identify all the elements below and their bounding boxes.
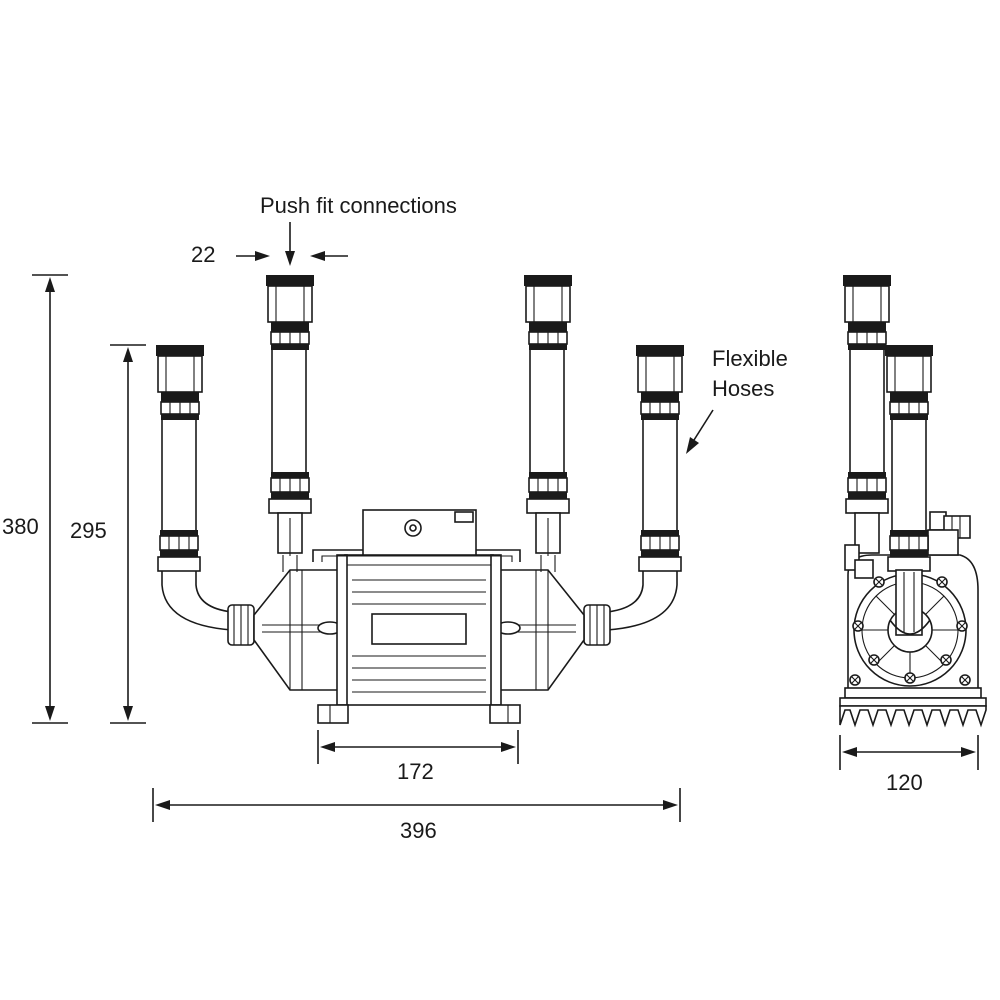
flexible-hoses-label-line1: Flexible [712, 346, 788, 371]
front-view [155, 274, 685, 724]
overall-width-dimension: 396 [400, 818, 437, 843]
flexible-hoses-label-line2: Hoses [712, 376, 774, 401]
dimension-lines [32, 222, 979, 822]
connection-dimension: 22 [191, 242, 215, 267]
side-depth-dimension: 120 [886, 770, 923, 795]
feet-spacing-dimension: 172 [397, 759, 434, 784]
side-view [839, 274, 987, 728]
height-side-dimension: 295 [70, 518, 107, 543]
height-total-dimension: 380 [2, 514, 39, 539]
push-fit-label: Push fit connections [260, 193, 457, 218]
